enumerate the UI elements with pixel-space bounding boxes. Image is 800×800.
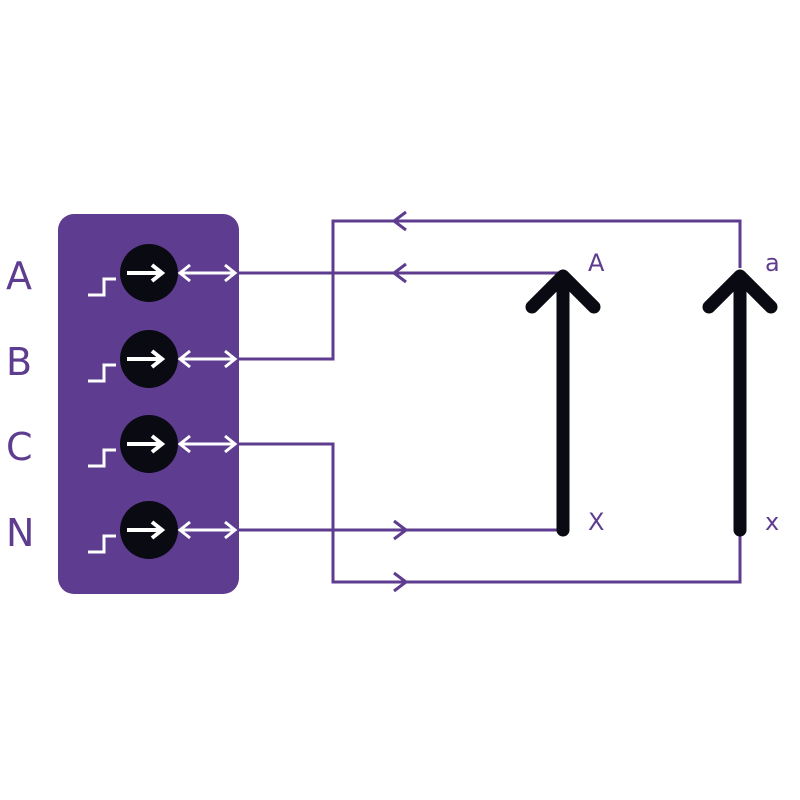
double-arrow-icon bbox=[177, 349, 238, 369]
terminal-label-a: A bbox=[6, 254, 32, 298]
terminal-label-n: N bbox=[6, 511, 34, 555]
step-symbol bbox=[88, 534, 116, 554]
double-arrow-icon bbox=[177, 520, 238, 540]
terminal-block bbox=[58, 214, 239, 594]
terminal-row-a bbox=[88, 244, 238, 302]
right-arrow-icon bbox=[127, 434, 166, 454]
terminal-row-c bbox=[88, 415, 238, 473]
wire-arrow-right-icon bbox=[393, 519, 409, 541]
step-symbol bbox=[88, 363, 116, 383]
step-symbol bbox=[88, 448, 116, 468]
winding-2-bottom-label: x bbox=[765, 508, 779, 536]
winding-1-top-label: A bbox=[588, 249, 605, 277]
double-arrow-icon bbox=[177, 263, 238, 283]
wire-arrow-left-icon bbox=[391, 262, 407, 284]
terminal-row-b bbox=[88, 330, 238, 388]
wire-c bbox=[238, 442, 742, 584]
terminal-label-b: B bbox=[6, 340, 32, 384]
step-symbol bbox=[88, 277, 116, 297]
winding-1-arrow-icon bbox=[525, 269, 601, 537]
winding-1-bottom-label: X bbox=[588, 508, 604, 536]
right-arrow-icon bbox=[127, 349, 166, 369]
right-arrow-icon bbox=[127, 263, 166, 283]
terminal-row-n bbox=[88, 501, 238, 559]
winding-2-top-label: a bbox=[765, 249, 780, 277]
double-arrow-icon bbox=[177, 434, 238, 454]
right-arrow-icon bbox=[127, 520, 166, 540]
wire-arrow-right-icon bbox=[393, 571, 409, 593]
wire-arrow-left-icon bbox=[391, 210, 407, 232]
winding-2-arrow-icon bbox=[702, 269, 778, 537]
terminal-label-c: C bbox=[6, 425, 33, 469]
wire-b bbox=[238, 219, 742, 361]
